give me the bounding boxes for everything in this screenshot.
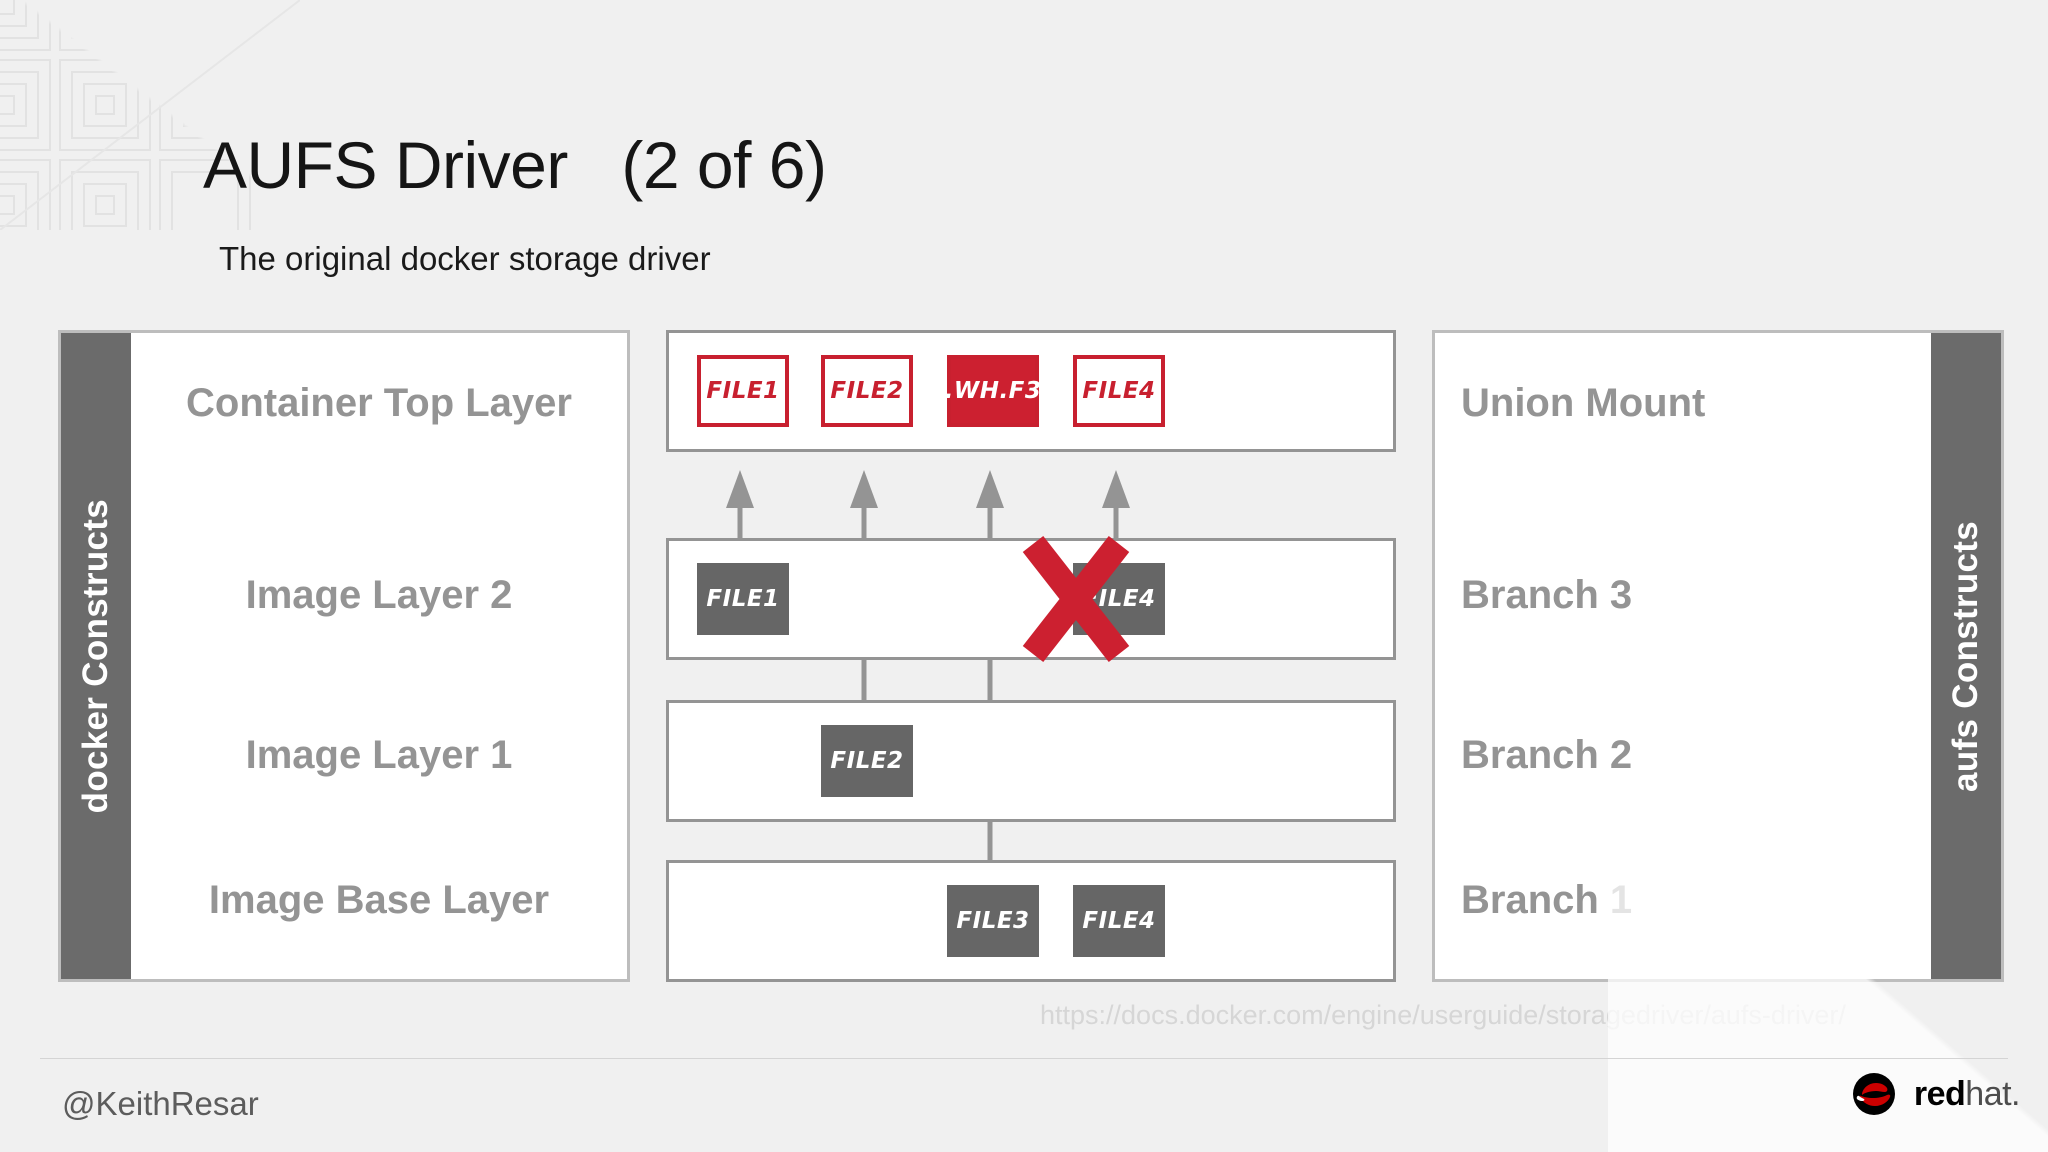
page-title: AUFS Driver (2 of 6) [203,128,827,202]
docker-constructs-panel: docker Constructs Container Top Layer Im… [58,330,630,982]
layer-label-image-base: Image Base Layer [208,878,550,922]
author-handle: @KeithResar [62,1085,259,1122]
footer-divider [40,1058,2008,1059]
file-chip-file4-top: FILE4 [1073,355,1165,427]
up-arrow-heads [726,470,1130,508]
aufs-constructs-panel: aufs Constructs Union Mount Branch 3 Bra… [1432,330,2004,982]
source-url-text: https://docs.docker.com/engine/userguide… [1040,1000,1846,1030]
layer-label-container-top: Container Top Layer [186,381,572,425]
file-chip-whiteout-f3-top: .WH.F3 [945,355,1041,427]
redhat-shadowman-icon [1852,1073,1895,1115]
layer-label-branch-3: Branch 3 [1461,573,1633,617]
redhat-wordmark: redhat. [1913,1074,2021,1114]
file-chip-file2-branch2: FILE2 [821,725,913,797]
file-chip-file4-branch1: FILE4 [1073,885,1165,957]
layer-label-branch-1: Branch 1 [1461,878,1633,922]
file-chip-file3-branch1: FILE3 [947,885,1039,957]
file-chip-file1-top: FILE1 [697,355,789,427]
docker-constructs-sidebar-label: docker Constructs [61,333,131,979]
file-chip-file4-branch3: FILE4 [1073,563,1165,635]
aufs-constructs-sidebar-label: aufs Constructs [1931,333,2001,979]
aufs-constructs-sidebar-text: aufs Constructs [1946,520,1985,792]
file-chip-file2-top: FILE2 [821,355,913,427]
page-subtitle: The original docker storage driver [219,240,711,277]
union-mount-layer-box: FILE1 FILE2 .WH.F3 FILE4 [666,330,1396,452]
aufs-layer-label-list: Union Mount Branch 3 Branch 2 Branch 1 [1435,333,1931,979]
redhat-logo: redhat. [1852,1073,2020,1115]
branch-1-layer-box: FILE3 FILE4 [666,860,1396,982]
branch-3-layer-box: FILE1 FILE4 [666,538,1396,660]
redhat-logo-hat: hat. [1965,1074,2020,1113]
aufs-layer-diagram: FILE1 FILE2 .WH.F3 FILE4 FILE1 FILE4 FIL… [666,330,1396,982]
branch-2-layer-box: FILE2 [666,700,1396,822]
docker-layer-label-list: Container Top Layer Image Layer 2 Image … [131,333,627,979]
file-chip-file1-branch3: FILE1 [697,563,789,635]
layer-label-image-1: Image Layer 1 [245,733,513,777]
docker-constructs-sidebar-text: docker Constructs [76,498,115,814]
layer-label-union-mount: Union Mount [1461,381,1706,425]
redhat-logo-red: red [1913,1074,1966,1113]
layer-label-branch-2: Branch 2 [1461,733,1633,777]
layer-label-image-2: Image Layer 2 [245,573,513,617]
